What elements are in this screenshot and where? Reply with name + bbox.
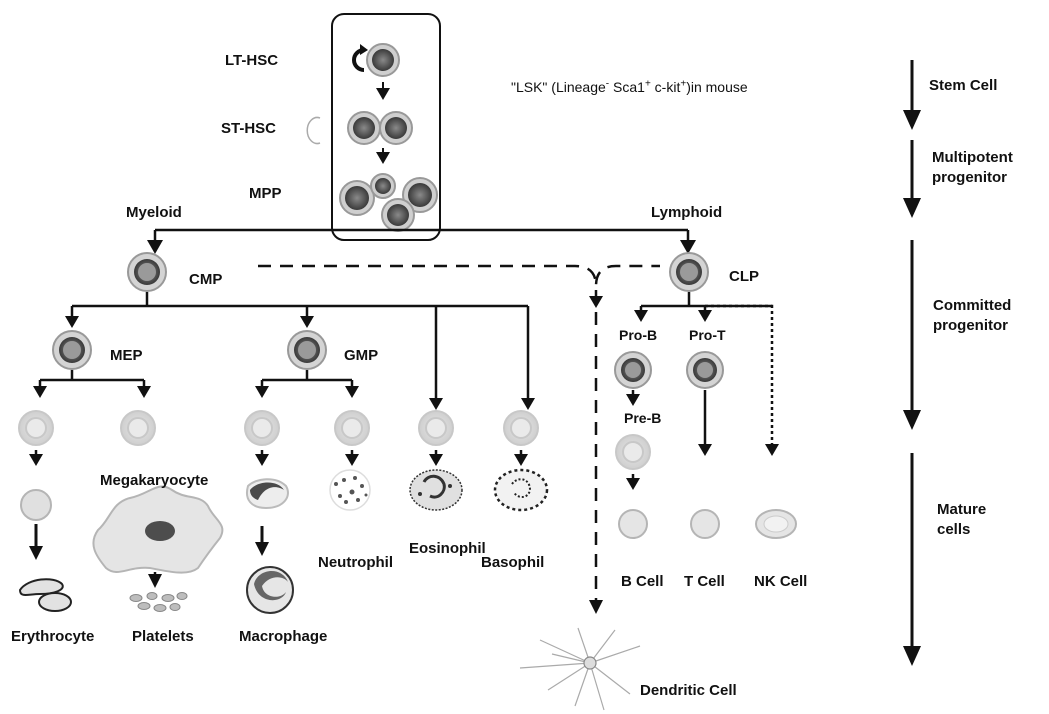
lsk-note: "LSK" (Lineage- Sca1+ c-kit+)in mouse [511, 78, 748, 96]
pro-t-cell [687, 352, 723, 388]
eosinophil-label: Eosinophil [409, 540, 486, 558]
mep-cell [53, 331, 91, 369]
dendritic-cell [520, 628, 640, 710]
stage-arrows [903, 60, 921, 666]
megakaryocyte-label: Megakaryocyte [100, 472, 208, 490]
pro-b-label: Pro-B [619, 326, 657, 344]
nk-cell-label: NK Cell [754, 573, 807, 591]
lt-hsc-label: LT-HSC [225, 52, 278, 70]
t-cell-label: T Cell [684, 573, 725, 591]
macrophage-cell [247, 567, 293, 613]
pro-t-label: Pro-T [689, 326, 726, 344]
mpp-label: MPP [249, 185, 282, 203]
pre-b-label: Pre-B [624, 409, 661, 427]
gmp-label: GMP [344, 347, 378, 365]
cmp-label: CMP [189, 271, 222, 289]
cmp-cell [128, 253, 166, 291]
mep-label: MEP [110, 347, 143, 365]
neutrophil-label: Neutrophil [318, 554, 393, 572]
myeloid-label: Myeloid [126, 204, 182, 222]
stage-committed-label-2: progenitor [933, 316, 1008, 335]
b-cell-label: B Cell [621, 573, 664, 591]
faint-renew-arrow-icon [307, 118, 320, 144]
st-hsc-cells [348, 112, 412, 144]
lymphoid-label: Lymphoid [651, 204, 722, 222]
reticulocyte-cell [21, 490, 51, 520]
stage-mature-label-2: cells [937, 520, 970, 539]
mpp-cells [340, 174, 437, 231]
macrophage-label: Macrophage [239, 628, 327, 646]
dendritic-label: Dendritic Cell [640, 682, 737, 700]
b-cell [619, 510, 647, 538]
lt-hsc-cell [367, 44, 399, 76]
st-hsc-label: ST-HSC [221, 120, 276, 138]
basophil-label: Basophil [481, 554, 544, 572]
gmp-cell [288, 331, 326, 369]
clp-label: CLP [729, 268, 759, 286]
clp-cell [670, 253, 708, 291]
basophil-cell [495, 470, 547, 510]
t-cell [691, 510, 719, 538]
pro-b-cell [615, 352, 651, 388]
stage-stem-label: Stem Cell [929, 76, 997, 95]
dendritic-dashed-path [258, 266, 660, 286]
platelets-label: Platelets [132, 628, 194, 646]
stage-mature-label-1: Mature [937, 500, 986, 519]
nk-cell [756, 510, 796, 538]
stage-multipotent-label-2: progenitor [932, 168, 1007, 187]
eosinophil-cell [410, 470, 462, 510]
precursor-cells [19, 411, 538, 445]
erythrocyte-cells [20, 579, 71, 611]
neutrophil-cell [330, 470, 370, 510]
stage-committed-label-1: Committed [933, 296, 1011, 315]
pre-b-cell [616, 435, 650, 469]
platelets-cluster [130, 593, 187, 612]
erythrocyte-label: Erythrocyte [11, 628, 94, 646]
stage-multipotent-label-1: Multipotent [932, 148, 1013, 167]
